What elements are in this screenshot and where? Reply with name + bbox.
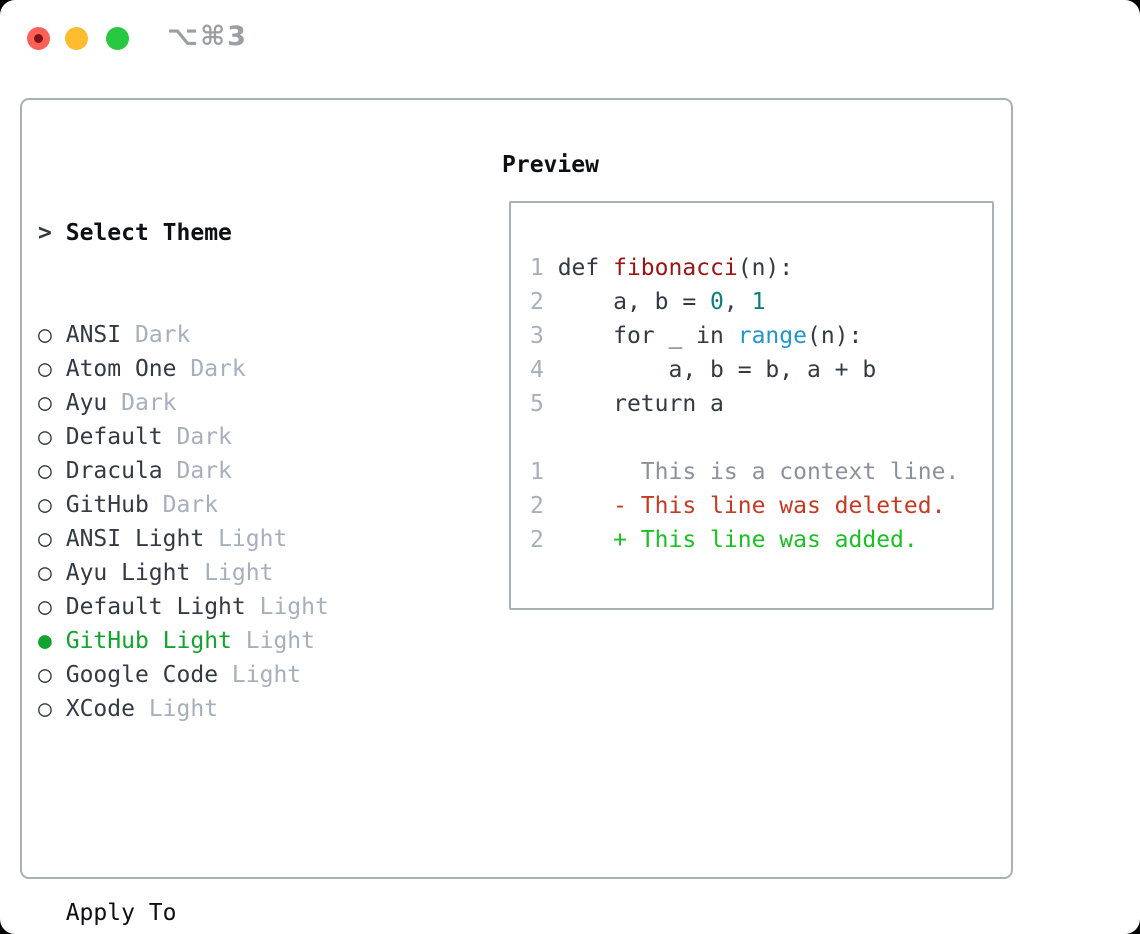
theme-variant-tag: Dark	[190, 356, 246, 382]
code-segment-code: (n):	[806, 323, 863, 349]
radio-unselected-icon: ○	[38, 526, 52, 552]
radio-unselected-icon: ○	[38, 560, 52, 586]
code-line: 2 + This line was added.	[530, 523, 992, 557]
theme-option[interactable]: ● GitHub Light Light	[38, 624, 426, 658]
code-line: 2 - This line was deleted.	[530, 489, 992, 523]
theme-option[interactable]: ○ Atom One Dark	[38, 352, 426, 386]
code-segment-linenum: 2	[530, 289, 558, 315]
theme-variant-tag: Light	[218, 526, 288, 552]
radio-unselected-icon: ○	[38, 356, 52, 382]
theme-option[interactable]: ○ Ayu Dark	[38, 386, 426, 420]
code-segment-linenum: 3	[530, 323, 558, 349]
radio-unselected-icon: ○	[38, 458, 52, 484]
code-segment-linenum: 2	[530, 493, 558, 519]
theme-option-label: Dracula	[65, 458, 163, 484]
code-segment-code: a, b =	[557, 289, 711, 315]
theme-option[interactable]: ○ ANSI Light Light	[38, 522, 426, 556]
radio-unselected-icon: ○	[38, 594, 52, 620]
theme-variant-tag: Light	[231, 662, 302, 688]
radio-unselected-icon: ○	[38, 662, 52, 688]
theme-option-label: ANSI Light	[65, 526, 205, 552]
theme-option[interactable]: ○ GitHub Dark	[38, 488, 426, 522]
select-theme-heading-label: Select Theme	[65, 220, 232, 246]
code-segment-number: 1	[751, 289, 766, 315]
code-segment-context: This is a context line.	[557, 459, 960, 485]
code-line: 1 This is a context line.	[530, 455, 992, 489]
code-segment-code: (n):	[737, 255, 794, 281]
theme-option-label: ANSI	[65, 322, 122, 348]
code-segment-linenum: 1	[530, 459, 558, 485]
theme-variant-tag: Dark	[176, 458, 232, 484]
code-segment-linenum: 4	[530, 357, 558, 383]
theme-option-label: XCode	[65, 696, 135, 722]
theme-option-label: Ayu Light	[65, 560, 191, 586]
code-line: 4 a, b = b, a + b	[530, 353, 992, 387]
apply-to-heading: Apply To	[65, 900, 177, 926]
code-line	[530, 421, 992, 455]
code-segment-code: return a	[557, 391, 724, 417]
code-segment-code: ,	[723, 289, 752, 315]
theme-variant-tag: Dark	[176, 424, 232, 450]
minimize-button[interactable]	[65, 27, 88, 50]
theme-picker-panel: > Select Theme ○ ANSI Dark○ Atom One Dar…	[20, 98, 1013, 926]
theme-option[interactable]: ○ Google Code Light	[38, 658, 426, 692]
close-button[interactable]	[27, 27, 50, 50]
theme-variant-tag: Dark	[134, 322, 191, 348]
code-segment-linenum: 1	[530, 255, 558, 281]
preview-heading: Preview	[502, 152, 599, 178]
code-line: 1 def fibonacci(n):	[530, 251, 992, 285]
apply-to-section: Apply To ● User Settings○ Workspace Sett…	[38, 828, 426, 934]
code-segment-code: for _ in	[557, 323, 738, 349]
radio-selected-icon: ●	[38, 628, 52, 654]
code-line: 2 a, b = 0, 1	[530, 285, 992, 319]
code-segment-linenum: 2	[530, 527, 558, 553]
theme-option-label: Ayu	[65, 390, 108, 416]
radio-unselected-icon: ○	[38, 492, 52, 518]
code-line: 5 return a	[530, 387, 992, 421]
theme-variant-tag: Light	[259, 594, 329, 620]
theme-option[interactable]: ○ Ayu Light Light	[38, 556, 426, 590]
code-segment-linenum: 5	[530, 391, 558, 417]
code-segment-code: a, b = b, a + b	[557, 357, 877, 383]
theme-option[interactable]: ○ XCode Light	[38, 692, 426, 726]
theme-variant-tag: Light	[204, 560, 274, 586]
code-segment-builtin: range	[737, 323, 807, 349]
code-line: 3 for _ in range(n):	[530, 319, 992, 353]
prompt-arrow-icon: >	[38, 220, 52, 246]
theme-picker-column: > Select Theme ○ ANSI Dark○ Atom One Dar…	[38, 148, 426, 934]
theme-variant-tag: Light	[148, 696, 219, 722]
theme-variant-tag: Dark	[121, 390, 177, 416]
theme-variant-tag: Dark	[162, 492, 219, 518]
titlebar: ⌥⌘3	[0, 0, 1140, 76]
radio-unselected-icon: ○	[38, 424, 52, 450]
theme-list: ○ ANSI Dark○ Atom One Dark○ Ayu Dark○ De…	[38, 318, 426, 726]
theme-variant-tag: Light	[245, 628, 315, 654]
theme-option-label: GitHub	[65, 492, 149, 518]
window-title: ⌥⌘3	[167, 21, 248, 52]
radio-unselected-icon: ○	[38, 696, 52, 722]
radio-unselected-icon: ○	[38, 390, 52, 416]
maximize-button[interactable]	[106, 27, 129, 50]
theme-option[interactable]: ○ Default Light Light	[38, 590, 426, 624]
theme-option-label: Default	[65, 424, 163, 450]
select-theme-heading: > Select Theme	[38, 216, 426, 250]
code-segment-function: fibonacci	[613, 255, 738, 281]
theme-option-label: Google Code	[65, 662, 219, 688]
code-segment-code: def	[557, 255, 614, 281]
radio-unselected-icon: ○	[38, 322, 52, 348]
theme-option[interactable]: ○ Default Dark	[38, 420, 426, 454]
code-segment-number: 0	[710, 289, 724, 315]
theme-option[interactable]: ○ ANSI Dark	[38, 318, 426, 352]
theme-option-label: Default Light	[65, 594, 246, 620]
theme-option-label: GitHub Light	[65, 628, 232, 654]
code-segment-added: + This line was added.	[557, 527, 918, 553]
theme-option[interactable]: ○ Dracula Dark	[38, 454, 426, 488]
theme-option-label: Atom One	[65, 356, 177, 382]
code-segment-deleted: - This line was deleted.	[557, 493, 946, 519]
